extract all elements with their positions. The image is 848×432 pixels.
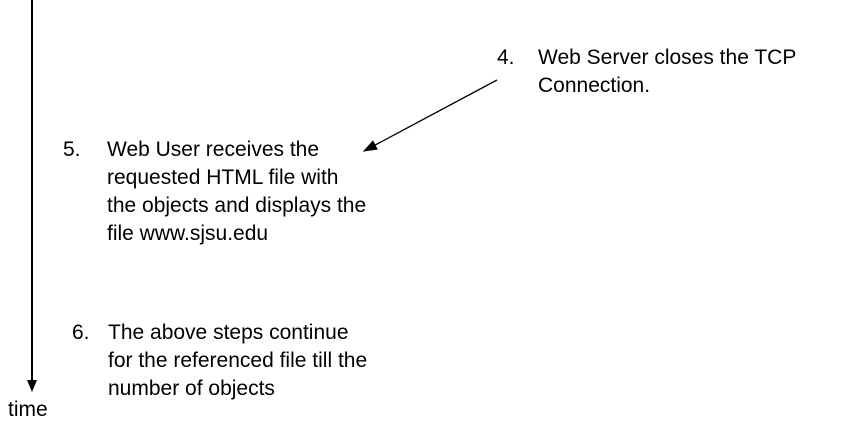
time-axis-line (31, 0, 33, 381)
step-6-text: The above steps continue for the referen… (108, 319, 367, 403)
down-arrow-icon (27, 380, 37, 392)
step-4: 4. Web Server closes the TCP Connection. (497, 44, 796, 100)
step-5-number: 5. (63, 138, 81, 161)
step-4-number: 4. (497, 46, 515, 69)
time-axis-label: time (8, 398, 48, 421)
step-4-text: Web Server closes the TCP Connection. (538, 44, 796, 100)
step-6-line-1: The above steps continue (108, 321, 349, 344)
step-5-line-2: requested HTML file with (107, 166, 339, 189)
step-5-line-3: the objects and displays the (107, 194, 367, 217)
step-5-text: Web User receives the requested HTML fil… (107, 136, 366, 248)
step-6-number: 6. (72, 321, 90, 344)
step-4-line-2: Connection. (538, 74, 651, 97)
step-6: 6. The above steps continue for the refe… (72, 319, 367, 403)
step-5-line-1: Web User receives the (107, 138, 320, 161)
step-6-line-2: for the referenced file till the (108, 349, 368, 372)
step-4-line-1: Web Server closes the TCP (538, 46, 797, 69)
step-5-line-4: file www.sjsu.edu (107, 222, 269, 245)
step-6-line-3: number of objects (108, 377, 275, 400)
step-5: 5. Web User receives the requested HTML … (63, 136, 366, 248)
